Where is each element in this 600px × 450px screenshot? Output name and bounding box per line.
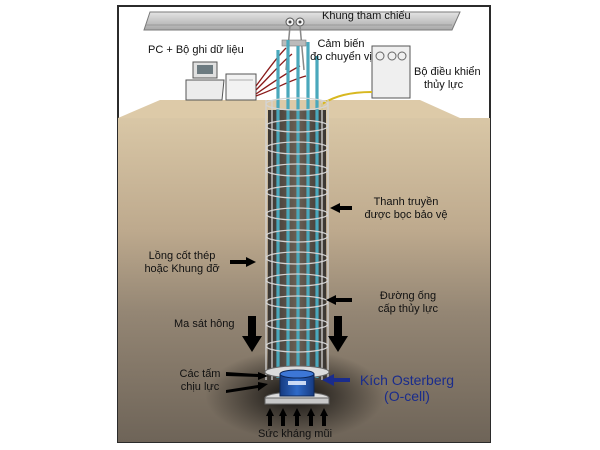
cage-label-line1: Lồng cốt thép — [148, 250, 216, 262]
skin-friction-label: Ma sát hông — [174, 318, 235, 330]
pipe-label-line2: cấp thủy lực — [378, 303, 438, 315]
pipe-label: Đường ống cấp thủy lực — [366, 290, 450, 316]
o-cell-label: Kích Osterberg (O-cell) — [352, 372, 462, 404]
hydraulic-controller-label-line2: thủy lực — [424, 79, 464, 91]
reinforcing-cage — [265, 97, 329, 380]
pipe-label-line1: Đường ống — [379, 290, 437, 302]
plates-label-line2: chịu lực — [180, 381, 220, 393]
tip-resistance-arrows — [266, 408, 328, 426]
rod-label-line1: Thanh truyền — [373, 196, 439, 208]
arrow-icons — [226, 203, 352, 393]
tip-resistance-label: Sức kháng mũi — [258, 428, 333, 440]
hydraulic-controller-label-line1: Bộ điều khiển — [414, 66, 481, 78]
pc-logger-label: PC + Bộ ghi dữ liệu — [148, 44, 244, 56]
sensor-label-line2: đo chuyển vị — [310, 51, 372, 63]
cage-label: Lồng cốt thép hoặc Khung đỡ — [142, 250, 222, 276]
sensor-label: Cảm biến đo chuyển vị — [310, 38, 372, 64]
skin-friction-arrows — [242, 316, 348, 352]
rod-label: Thanh truyền được bọc bảo vệ — [356, 196, 456, 222]
o-cell-label-line1: Kích Osterberg — [359, 372, 455, 388]
hydraulic-controller-icon — [371, 45, 411, 99]
o-cell-icon — [279, 369, 315, 397]
hydraulic-controller-label: Bộ điều khiển thủy lực — [414, 66, 481, 92]
sensor-label-line1: Cảm biến — [317, 38, 365, 50]
plates-label: Các tấm chịu lực — [174, 368, 226, 394]
o-cell-label-line2: (O-cell) — [384, 388, 430, 404]
reference-beam-label: Khung tham chiếu — [322, 10, 411, 22]
data-logger-icon — [185, 61, 257, 101]
rod-label-line2: được bọc bảo vệ — [364, 209, 448, 221]
cage-label-line2: hoặc Khung đỡ — [144, 263, 220, 275]
plates-label-line1: Các tấm — [179, 368, 221, 380]
